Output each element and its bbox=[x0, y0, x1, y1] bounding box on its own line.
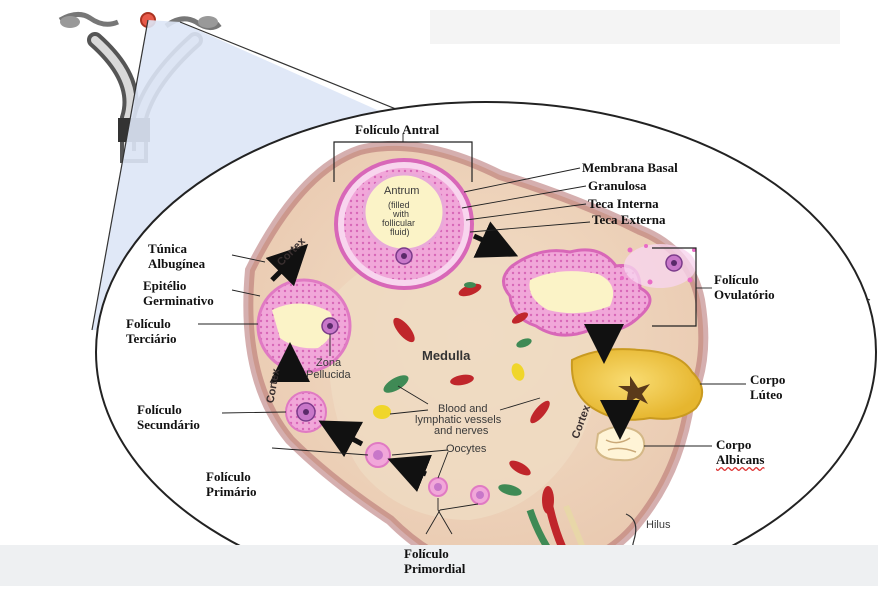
label-secundario-line2: Secundário bbox=[137, 417, 200, 432]
label-tunica-albuginea-line1: Túnica bbox=[148, 241, 187, 256]
label-teca-externa: Teca Externa bbox=[592, 212, 666, 227]
secondary-follicle bbox=[286, 392, 326, 432]
label-corpo-luteo-line2: Lúteo bbox=[750, 387, 783, 402]
left-ovary-small bbox=[60, 16, 80, 28]
inner-antrum-1: Antrum bbox=[384, 186, 419, 197]
label-primario-line1: Folículo bbox=[206, 469, 251, 484]
primary-follicle bbox=[366, 443, 390, 467]
label-granulosa: Granulosa bbox=[588, 178, 647, 193]
label-foliculo-antral: Folículo Antral bbox=[355, 122, 439, 137]
label-corpo-albicans-line1: Corpo bbox=[716, 437, 751, 452]
label-teca-interna: Teca Interna bbox=[588, 196, 659, 211]
inner-oocytes: Oocytes bbox=[446, 444, 486, 455]
inner-hilus: Hilus bbox=[646, 520, 670, 531]
label-epitelio-line1: Epitélio bbox=[143, 278, 186, 293]
inner-zona-2: Pellucida bbox=[306, 370, 351, 381]
label-tunica-albuginea-line2: Albugínea bbox=[148, 256, 205, 271]
inner-medulla: Medulla bbox=[422, 350, 470, 361]
right-ovary-small bbox=[198, 16, 218, 28]
label-secundario-line1: Folículo bbox=[137, 402, 182, 417]
faint-background-band bbox=[430, 10, 840, 44]
label-membrana-basal: Membrana Basal bbox=[582, 160, 678, 175]
label-corpo-luteo-line1: Corpo bbox=[750, 372, 785, 387]
label-terciario-line2: Terciário bbox=[126, 331, 177, 346]
label-ovulatorio-line1: Folículo bbox=[714, 272, 759, 287]
corpus-albicans bbox=[596, 427, 644, 460]
inner-antrum-5: fluid) bbox=[390, 227, 410, 238]
label-primario-line2: Primário bbox=[206, 484, 257, 499]
label-terciario-line1: Folículo bbox=[126, 316, 171, 331]
label-primordial-line2: Primordial bbox=[404, 561, 465, 576]
label-epitelio-line2: Germinativo bbox=[143, 293, 214, 308]
label-primordial-line1: Folículo bbox=[404, 546, 449, 561]
inner-blood-3: and nerves bbox=[434, 426, 488, 437]
label-ovulatorio-line2: Ovulatório bbox=[714, 287, 775, 302]
label-corpo-albicans-line2: Albicans bbox=[716, 452, 764, 467]
inner-zona-1: Zona bbox=[316, 358, 341, 369]
